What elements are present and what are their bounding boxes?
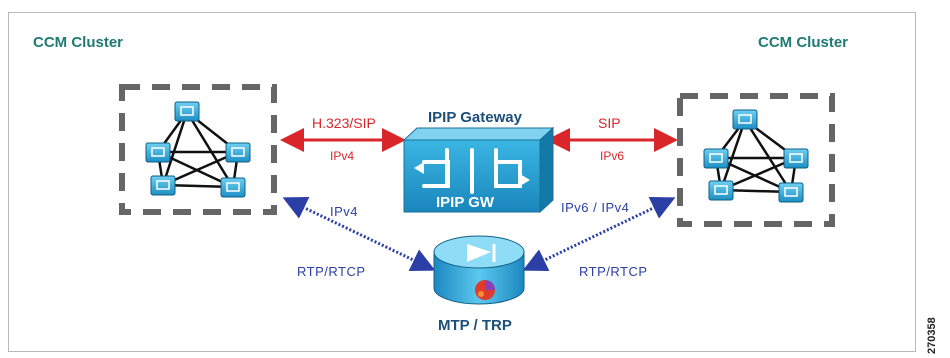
device-icon bbox=[225, 142, 251, 163]
left-media-protocol-label: RTP/RTCP bbox=[297, 264, 366, 279]
device-icon bbox=[703, 148, 729, 169]
diagram-frame bbox=[8, 12, 916, 352]
left-cluster-boundary bbox=[119, 84, 277, 215]
figure-id: 270358 bbox=[924, 300, 944, 356]
right-cluster-title: CCM Cluster bbox=[758, 34, 849, 51]
gateway-box-label: IPIP GW bbox=[436, 194, 495, 211]
device-icon bbox=[783, 148, 809, 169]
device-icon bbox=[145, 142, 171, 163]
right-media-ip-label: IPv6 / IPv4 bbox=[561, 200, 629, 215]
left-signal-ip-label: IPv4 bbox=[330, 149, 354, 163]
figure-id-text: 270358 bbox=[926, 317, 938, 354]
right-media-protocol-label: RTP/RTCP bbox=[579, 264, 648, 279]
left-signal-protocol-label: H.323/SIP bbox=[312, 115, 376, 131]
left-cluster-title: CCM Cluster bbox=[33, 34, 124, 51]
gateway-title: IPIP Gateway bbox=[428, 109, 523, 126]
mtp-device-icon bbox=[433, 235, 525, 305]
device-icon bbox=[150, 175, 176, 196]
right-cluster bbox=[677, 93, 835, 227]
left-cluster bbox=[119, 84, 277, 215]
right-signal-protocol-label: SIP bbox=[598, 115, 621, 131]
device-icon bbox=[708, 180, 734, 201]
device-icon bbox=[732, 109, 758, 130]
right-cluster-boundary bbox=[677, 93, 835, 227]
left-media-ip-label: IPv4 bbox=[330, 204, 358, 219]
device-icon bbox=[220, 177, 246, 198]
right-signal-ip-label: IPv6 bbox=[600, 149, 624, 163]
device-icon bbox=[174, 101, 200, 122]
mtp-label: MTP / TRP bbox=[438, 317, 512, 334]
device-icon bbox=[778, 182, 804, 203]
